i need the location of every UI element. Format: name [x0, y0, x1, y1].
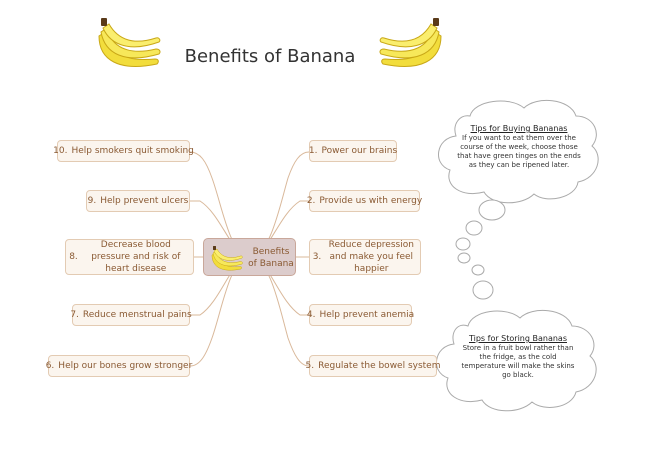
branch-label: Reduce depression and make you feel happ… — [328, 240, 414, 274]
branch-5[interactable]: 5. Regulate the bowel system — [305, 355, 441, 377]
branch-10[interactable]: 10. Help smokers quit smoking — [53, 140, 194, 162]
central-topic-label: Benefits of Banana — [248, 247, 294, 269]
page-title: Benefits of Banana — [184, 46, 356, 67]
branch-label: Provide us with energy — [319, 196, 423, 206]
banana-icon — [211, 245, 243, 271]
branch-label: Regulate the bowel system — [318, 361, 441, 371]
branch-label: Help smokers quit smoking — [71, 146, 194, 156]
branch-number: 5. — [305, 361, 315, 371]
storing-tips: Tips for Storing Bananas Store in a frui… — [458, 334, 578, 380]
branch-6[interactable]: 6. Help our bones grow stronger — [45, 355, 193, 377]
branch-number: 10. — [53, 146, 68, 156]
branch-number: 6. — [45, 361, 55, 371]
branch-7[interactable]: 7. Reduce menstrual pains — [70, 304, 192, 326]
branch-label: Help prevent anemia — [319, 310, 415, 320]
branch-1[interactable]: 1. Power our brains — [309, 140, 397, 162]
banana-left-icon — [98, 17, 161, 67]
branch-label: Decrease blood pressure and risk of hear… — [91, 240, 181, 274]
branch-label: Help our bones grow stronger — [58, 361, 193, 371]
branch-number: 4. — [306, 310, 316, 320]
buying-tips-body: If you want to eat them over the course … — [457, 134, 581, 169]
central-topic[interactable]: Benefits of Banana — [203, 238, 296, 276]
branch-4[interactable]: 4. Help prevent anemia — [306, 304, 415, 326]
storing-tips-body: Store in a fruit bowl rather than the fr… — [461, 344, 575, 379]
buying-tips: Tips for Buying Bananas If you want to e… — [456, 124, 582, 170]
branch-number: 7. — [70, 310, 79, 320]
branch-label: Power our brains — [321, 146, 398, 156]
buying-tips-heading: Tips for Buying Bananas — [470, 124, 568, 133]
branch-number: 1. — [308, 146, 318, 156]
buying-tips-cloud — [438, 99, 599, 204]
branch-number: 8. — [69, 252, 78, 262]
branch-number: 3. — [312, 252, 322, 262]
branch-number: 2. — [306, 196, 316, 206]
banana-right-icon — [379, 17, 442, 67]
storing-tips-heading: Tips for Storing Bananas — [468, 334, 567, 343]
branch-8[interactable]: 8. Decrease blood pressure and risk of h… — [65, 239, 194, 275]
thought-bubbles — [455, 199, 506, 300]
branch-2[interactable]: 2. Provide us with energy — [306, 190, 423, 212]
branch-label: Help prevent ulcers — [100, 196, 189, 206]
branch-9[interactable]: 9. Help prevent ulcers — [86, 190, 190, 212]
branch-label: Reduce menstrual pains — [82, 310, 192, 320]
branch-3[interactable]: 3. Reduce depression and make you feel h… — [309, 239, 421, 275]
branch-number: 9. — [87, 196, 97, 206]
